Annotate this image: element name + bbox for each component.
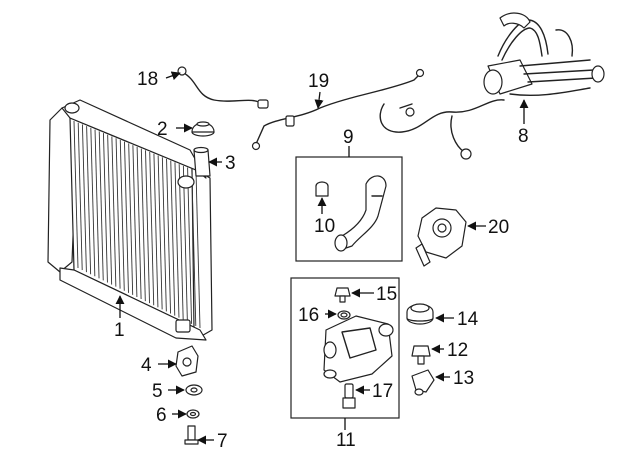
radiator-fin: [132, 145, 138, 297]
radiator-fin: [81, 124, 87, 273]
radiator-fin: [161, 157, 167, 312]
bolt-12: [411, 345, 431, 365]
callout-19: 19: [308, 71, 329, 92]
radiator-fin: [107, 134, 113, 285]
radiator-fin: [94, 129, 100, 279]
radiator-fin: [191, 169, 197, 326]
temp-sensor-13: [411, 369, 435, 396]
radiator-fin: [149, 152, 155, 306]
radiator-fins: [73, 120, 201, 329]
radiator-fin: [178, 164, 184, 320]
overflow-hose-18: [177, 66, 269, 109]
radiator-fin: [128, 143, 134, 295]
coolant-pipe-9: [334, 175, 387, 252]
radiator-fin: [187, 167, 193, 324]
radiator-fin: [166, 158, 172, 314]
radiator-fin: [124, 141, 129, 293]
radiator-fin: [136, 146, 142, 300]
radiator-fin: [174, 162, 180, 318]
bushing-5: [185, 384, 203, 396]
radiator: [47, 99, 213, 341]
callout-3: 3: [225, 153, 236, 174]
callout-2: 2: [157, 119, 168, 140]
radiator-fin: [86, 126, 92, 275]
callout-9: 9: [343, 127, 354, 148]
hose-assembly-8: [379, 12, 605, 160]
callout-11: 11: [336, 430, 356, 451]
water-outlet-20: [415, 207, 467, 267]
cap-14: [406, 303, 434, 325]
callout-20: 20: [488, 217, 509, 238]
radiator-fin: [140, 148, 146, 302]
bolt-7: [184, 425, 199, 445]
radiator-fin: [111, 136, 117, 287]
radiator-fin: [153, 153, 159, 308]
bolt-15: [334, 287, 351, 303]
radiator-fin: [170, 160, 176, 316]
callout-18: 18: [137, 69, 158, 90]
leader-lines: [115, 71, 529, 445]
mount-bushing-2: [191, 121, 215, 137]
callout-15: 15: [376, 284, 397, 305]
bracket-4: [175, 345, 199, 377]
radiator-fin: [157, 155, 163, 310]
callout-4: 4: [141, 355, 152, 376]
radiator-fin: [182, 165, 188, 322]
callout-7: 7: [217, 431, 228, 452]
sensor-17: [342, 383, 356, 409]
radiator-fin: [119, 139, 125, 291]
radiator-fin: [115, 138, 121, 289]
insulator-3: [193, 146, 211, 177]
callout-1: 1: [114, 320, 125, 341]
callout-13: 13: [453, 368, 474, 389]
callout-5: 5: [152, 381, 163, 402]
radiator-fin: [98, 131, 104, 281]
radiator-fin: [73, 120, 79, 269]
thermostat-housing-11: [323, 315, 394, 383]
callout-14: 14: [457, 309, 479, 330]
washer-6: [186, 409, 200, 419]
radiator-fin: [77, 122, 83, 271]
fitting-10: [315, 181, 329, 197]
radiator-fin: [145, 150, 150, 304]
callout-6: 6: [156, 405, 167, 426]
callout-17: 17: [372, 381, 393, 402]
callout-16: 16: [298, 305, 319, 326]
callout-8: 8: [518, 126, 529, 147]
vent-hose-19: [251, 68, 425, 151]
radiator-fin: [102, 133, 108, 283]
radiator-fin: [90, 127, 96, 277]
radiator-fin: [195, 170, 201, 329]
callout-10: 10: [314, 216, 335, 237]
seal-16: [337, 310, 351, 320]
callout-12: 12: [447, 340, 468, 361]
